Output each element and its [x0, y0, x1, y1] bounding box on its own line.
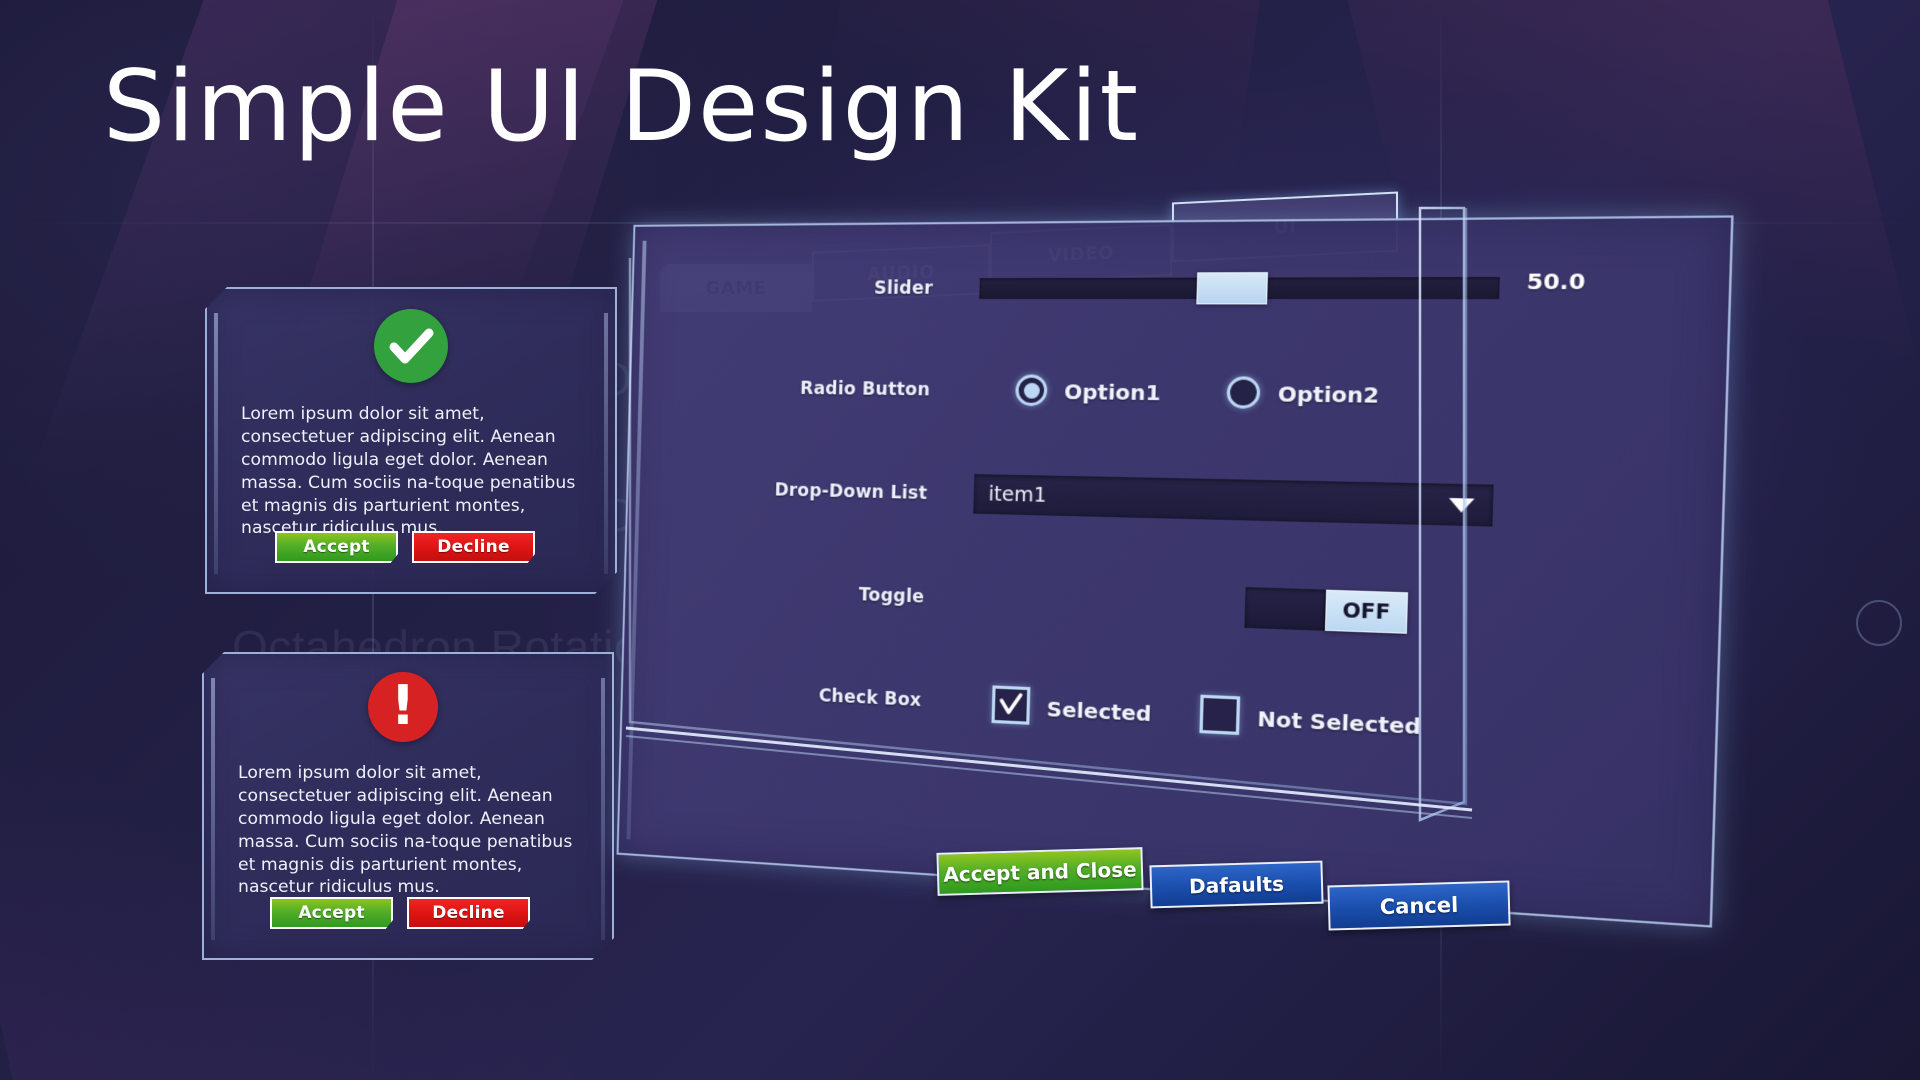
chevron-down-icon [1448, 497, 1475, 513]
radio-option2-label[interactable]: Option2 [1277, 381, 1380, 409]
dialog-inner-edge [214, 313, 218, 574]
radio-dot-icon [1023, 382, 1040, 399]
toggle-knob[interactable]: OFF [1324, 589, 1409, 634]
row-radio: Radio Button Option1 Option2 [630, 355, 1727, 435]
row-dropdown: Drop-Down List item1 [627, 455, 1723, 548]
accept-button[interactable]: Accept [270, 897, 393, 929]
cancel-button[interactable]: Cancel [1327, 880, 1511, 931]
toggle-switch[interactable]: OFF [1244, 587, 1409, 634]
slider-label: Slider [873, 278, 934, 299]
checkbox-not-selected[interactable] [1199, 694, 1241, 736]
checkbox-not-selected-label[interactable]: Not Selected [1256, 705, 1422, 740]
dropdown-list[interactable]: item1 [973, 474, 1494, 527]
decorative-circle-icon [1856, 600, 1902, 646]
row-checkbox: Check Box Selected Not Selected [622, 655, 1716, 774]
success-dialog: Lorem ipsum dolor sit amet, consectetuer… [205, 287, 617, 594]
dialog-inner-edge [604, 313, 608, 574]
dropdown-label: Drop-Down List [774, 480, 928, 505]
checkmark-icon [997, 691, 1025, 719]
settings-panel: GAME AUDIO VIDEO UI Slider 50.0 Radio Bu… [600, 150, 1920, 970]
settings-panel-face: Slider 50.0 Radio Button Option1 Option2… [616, 215, 1734, 928]
defaults-button[interactable]: Dafaults [1149, 860, 1324, 909]
slider-handle[interactable] [1196, 272, 1268, 305]
dialog-inner-edge [601, 678, 605, 940]
radio-option1[interactable] [1015, 374, 1048, 407]
dialog-inner-edge [211, 678, 215, 940]
warning-dialog: ! Lorem ipsum dolor sit amet, consectetu… [202, 652, 614, 960]
dialog-body: Lorem ipsum dolor sit amet, consectetuer… [205, 287, 617, 594]
dialog-message: Lorem ipsum dolor sit amet, consectetuer… [241, 404, 576, 539]
slider-track[interactable] [979, 272, 1500, 305]
decline-button[interactable]: Decline [407, 897, 530, 929]
dialog-message: Lorem ipsum dolor sit amet, consectetuer… [238, 763, 573, 898]
dialog-body: ! Lorem ipsum dolor sit amet, consectetu… [202, 652, 614, 960]
radio-option2[interactable] [1226, 376, 1261, 409]
toggle-label: Toggle [858, 584, 925, 608]
page-title: Simple UI Design Kit [103, 50, 1140, 164]
row-toggle: Toggle OFF [625, 555, 1720, 661]
radio-label: Radio Button [799, 378, 931, 401]
decline-button[interactable]: Decline [412, 531, 535, 563]
accept-button[interactable]: Accept [275, 531, 398, 563]
row-slider: Slider 50.0 [633, 252, 1730, 324]
exclamation-circle-icon: ! [368, 672, 438, 742]
radio-option1-label[interactable]: Option1 [1063, 379, 1162, 406]
checkbox-selected-label[interactable]: Selected [1046, 696, 1152, 727]
check-circle-icon [374, 309, 448, 383]
checkbox-label: Check Box [818, 685, 922, 712]
exclamation-glyph: ! [390, 674, 416, 737]
panel-inner-edge [626, 240, 647, 840]
toggle-track [1244, 587, 1327, 631]
dropdown-value: item1 [988, 482, 1047, 508]
checkbox-selected[interactable] [991, 685, 1031, 725]
accept-and-close-button[interactable]: Accept and Close [936, 847, 1144, 896]
slider-value: 50.0 [1526, 267, 1586, 295]
